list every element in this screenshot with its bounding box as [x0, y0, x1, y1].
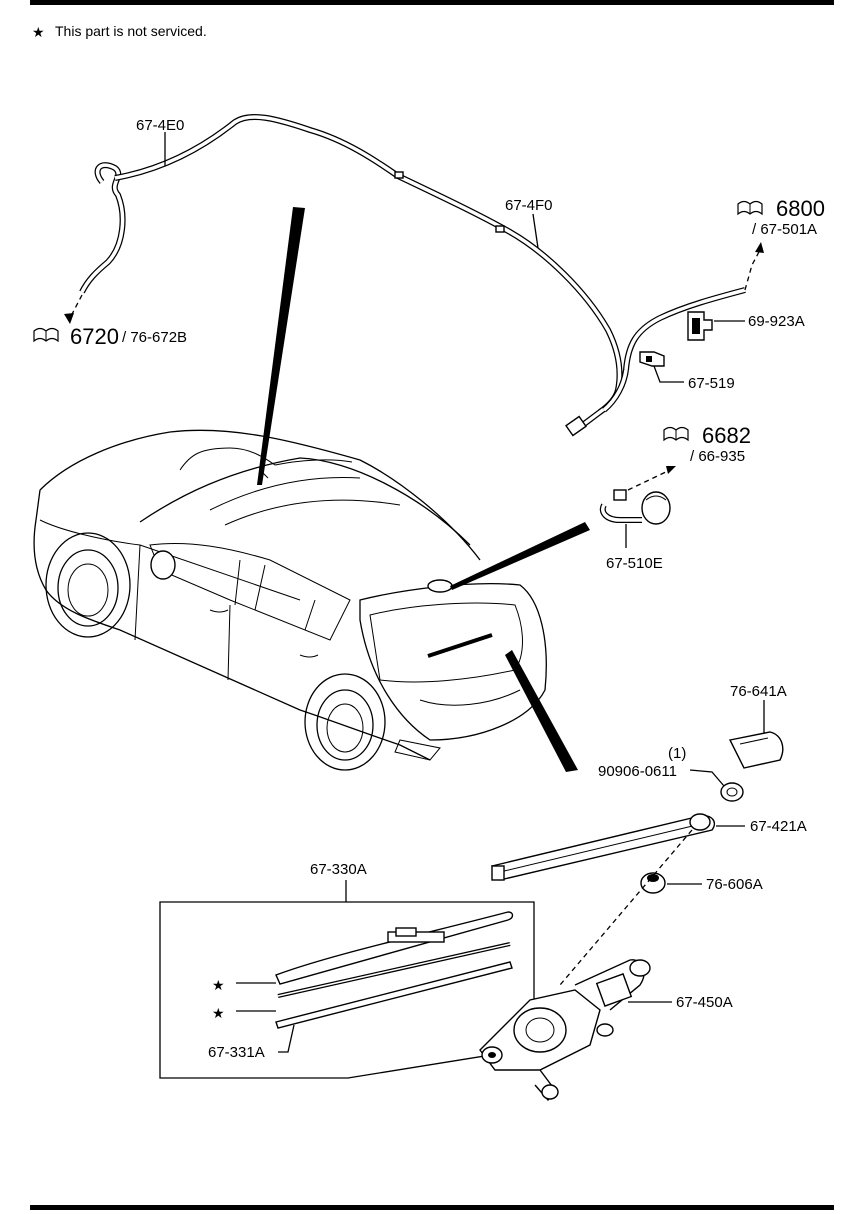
- label-67-4E0: 67-4E0: [136, 117, 184, 134]
- label-76-606A: 76-606A: [706, 876, 763, 893]
- clip-69-923A: [687, 311, 713, 341]
- book-ref-icon: [737, 200, 763, 215]
- ref-6682-num[interactable]: 6682: [702, 423, 751, 448]
- callout-wedge-wiper: [505, 650, 578, 772]
- blade-assy-box: [159, 901, 535, 1079]
- wiper-blade-67-330A: [275, 911, 514, 985]
- note-star: ★: [32, 24, 45, 40]
- star-strip: ★: [212, 1005, 225, 1021]
- ref-6800-sub[interactable]: / 67-501A: [752, 221, 817, 238]
- book-ref-icon: [663, 426, 689, 441]
- ref-6800-num[interactable]: 6800: [776, 196, 825, 221]
- ref-6720-sub[interactable]: / 76-672B: [122, 329, 187, 346]
- star-blade: ★: [212, 977, 225, 993]
- label-67-519: 67-519: [688, 375, 735, 392]
- label-67-331A: 67-331A: [208, 1044, 265, 1061]
- label-67-330A: 67-330A: [310, 861, 367, 878]
- blade-rubber: [275, 961, 513, 1029]
- label-nut-qty: (1): [668, 745, 686, 762]
- label-90906-0611: 90906-0611: [598, 763, 677, 780]
- ref-6682-sub[interactable]: / 66-935: [690, 448, 745, 465]
- cap-76-641A: [728, 731, 784, 769]
- wiper-motor-67-450A: [479, 959, 651, 1102]
- nut-90906-0611: [720, 782, 744, 802]
- clip-67-519: [639, 351, 665, 367]
- washer-hose: [79, 113, 746, 437]
- label-67-4F0: 67-4F0: [505, 197, 553, 214]
- nozzle-67-510E: [599, 489, 671, 525]
- car-body: [33, 429, 547, 771]
- label-67-510E: 67-510E: [606, 555, 663, 572]
- ref-6720-num[interactable]: 6720: [70, 324, 119, 349]
- book-ref-icon: [33, 327, 59, 342]
- note-text: This part is not serviced.: [55, 23, 207, 39]
- label-69-923A: 69-923A: [748, 313, 805, 330]
- top-border: [30, 0, 834, 5]
- callout-wedge-roof: [257, 207, 305, 485]
- label-67-450A: 67-450A: [676, 994, 733, 1011]
- callout-wedge-nozzle: [450, 522, 590, 590]
- bottom-border: [30, 1205, 834, 1210]
- wiper-arm-67-421A: [490, 813, 716, 881]
- seal-76-606A: [640, 872, 666, 894]
- label-67-421A: 67-421A: [750, 818, 807, 835]
- label-76-641A: 76-641A: [730, 683, 787, 700]
